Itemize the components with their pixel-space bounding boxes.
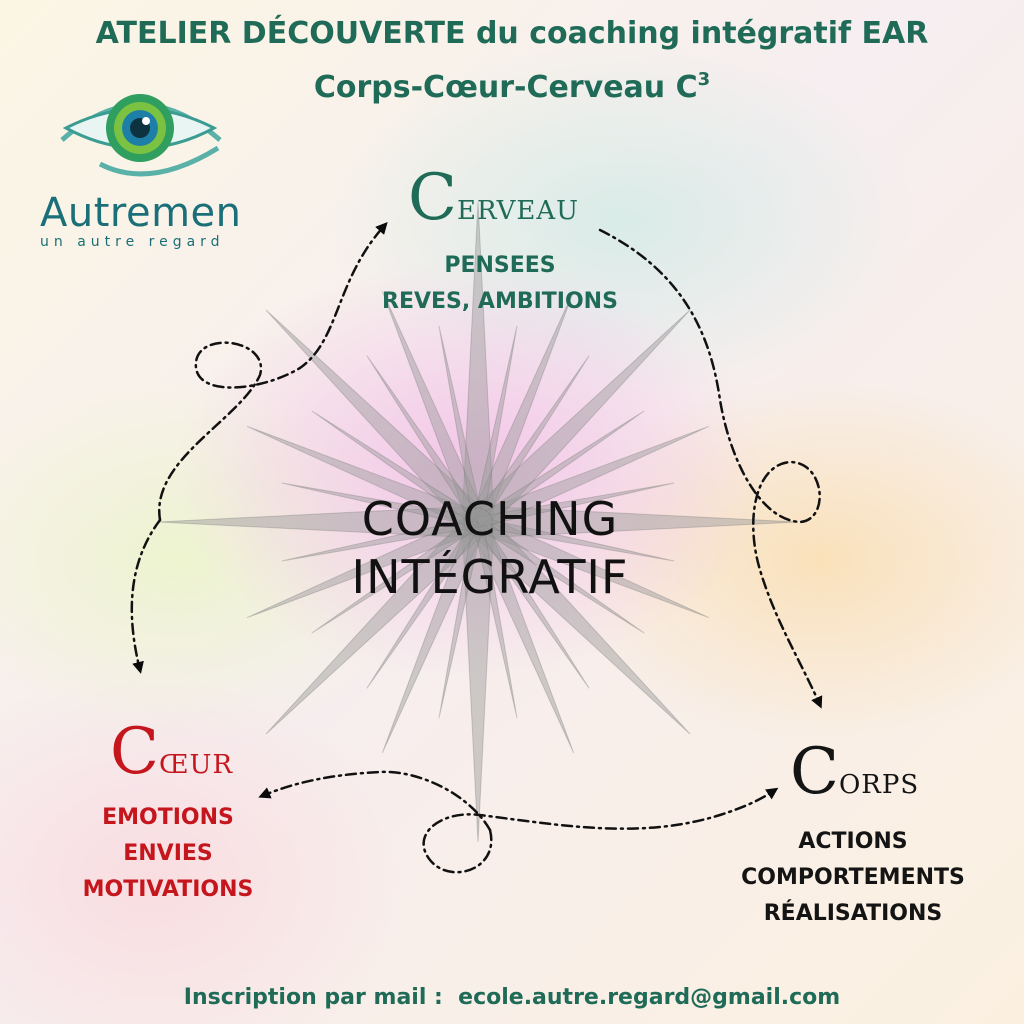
page-title-line1: ATELIER DÉCOUVERTE du coaching intégrati… bbox=[95, 16, 929, 51]
logo-tagline: un autre regard bbox=[40, 234, 225, 250]
compass-ray bbox=[281, 482, 480, 528]
compass-ray bbox=[473, 513, 710, 619]
center-label: COACHING INTÉGRATIF bbox=[300, 490, 680, 606]
compass-ray bbox=[311, 410, 482, 527]
compass-ray bbox=[366, 518, 483, 689]
node-cerveau-title: CERVEAU bbox=[408, 166, 579, 230]
compass-ray bbox=[473, 518, 590, 689]
node-cerveau-rest: ERVEAU bbox=[456, 196, 580, 226]
node-coeur-initial: C bbox=[110, 715, 159, 789]
compass-ray bbox=[468, 309, 691, 532]
compass-ray bbox=[473, 355, 590, 526]
compass-ray bbox=[311, 517, 482, 634]
arrow-cerveau-to-corps bbox=[598, 228, 823, 709]
node-coeur-rest: ŒUR bbox=[158, 750, 234, 780]
compass-ray bbox=[265, 512, 488, 735]
compass-center bbox=[463, 507, 493, 537]
compass-ray bbox=[157, 505, 479, 539]
node-coeur-item: MOTIVATIONS bbox=[82, 877, 254, 902]
node-corps-title: CORPS bbox=[790, 740, 919, 804]
arrow-cerveau-to-coeur bbox=[130, 518, 162, 674]
node-cerveau-initial: C bbox=[408, 161, 457, 235]
compass-ray bbox=[381, 517, 487, 754]
node-corps-item: RÉALISATIONS bbox=[763, 901, 943, 926]
node-coeur-item: EMOTIONS bbox=[102, 805, 234, 830]
compass-ray bbox=[469, 290, 575, 527]
footer-email-link[interactable]: ecole.autre.regard@gmail.com bbox=[458, 985, 841, 1010]
center-label-line2: INTÉGRATIF bbox=[351, 550, 629, 604]
center-label-line1: COACHING bbox=[361, 492, 619, 546]
compass-ray bbox=[473, 425, 710, 531]
arrow-coeur-to-cerveau bbox=[158, 222, 388, 522]
node-corps-item: ACTIONS bbox=[798, 829, 908, 854]
page-title-line2: Corps-Cœur-Cerveau C3 bbox=[0, 60, 1024, 108]
arrow-corps-to-coeur bbox=[258, 770, 492, 832]
compass-ray bbox=[474, 410, 645, 527]
node-corps-list: ACTIONS COMPORTEMENTS RÉALISATIONS bbox=[718, 824, 988, 932]
compass-ray bbox=[438, 520, 484, 719]
footer-label: Inscription par mail : bbox=[183, 985, 443, 1010]
title-superscript: 3 bbox=[697, 69, 711, 90]
node-corps-initial: C bbox=[790, 735, 839, 809]
compass-ray bbox=[472, 325, 518, 524]
node-cerveau-item: PENSEES bbox=[444, 253, 556, 278]
compass-ray bbox=[472, 520, 518, 719]
title-line2-text: Corps-Cœur-Cerveau C bbox=[313, 70, 698, 105]
arrow-coeur-to-corps bbox=[422, 787, 779, 874]
compass-ray bbox=[461, 521, 495, 843]
node-corps-rest: ORPS bbox=[838, 770, 920, 800]
node-cerveau-item: REVES, AMBITIONS bbox=[382, 289, 618, 314]
compass-ray bbox=[265, 309, 488, 532]
compass-ray bbox=[281, 516, 480, 562]
node-coeur-item: ENVIES bbox=[123, 841, 213, 866]
footer-signup: Inscription par mail : ecole.autre.regar… bbox=[0, 985, 1024, 1010]
compass-ray bbox=[246, 513, 483, 619]
node-cerveau-list: PENSEES REVES, AMBITIONS bbox=[360, 248, 640, 320]
compass-ray bbox=[461, 201, 495, 523]
compass-ray bbox=[476, 516, 675, 562]
node-coeur-title: CŒUR bbox=[110, 720, 233, 784]
compass-ray bbox=[476, 482, 675, 528]
compass-ray bbox=[438, 325, 484, 524]
eye-logo-icon bbox=[60, 94, 222, 177]
node-corps-item: COMPORTEMENTS bbox=[741, 865, 965, 890]
logo-wordmark: Autremen bbox=[40, 190, 242, 236]
compass-ray bbox=[468, 512, 691, 735]
compass-ray bbox=[469, 517, 575, 754]
node-coeur-list: EMOTIONS ENVIES MOTIVATIONS bbox=[58, 800, 278, 908]
compass-ray bbox=[366, 355, 483, 526]
compass-ray bbox=[477, 505, 799, 539]
compass-ray bbox=[474, 517, 645, 634]
compass-ray bbox=[381, 290, 487, 527]
compass-ray bbox=[246, 425, 483, 531]
